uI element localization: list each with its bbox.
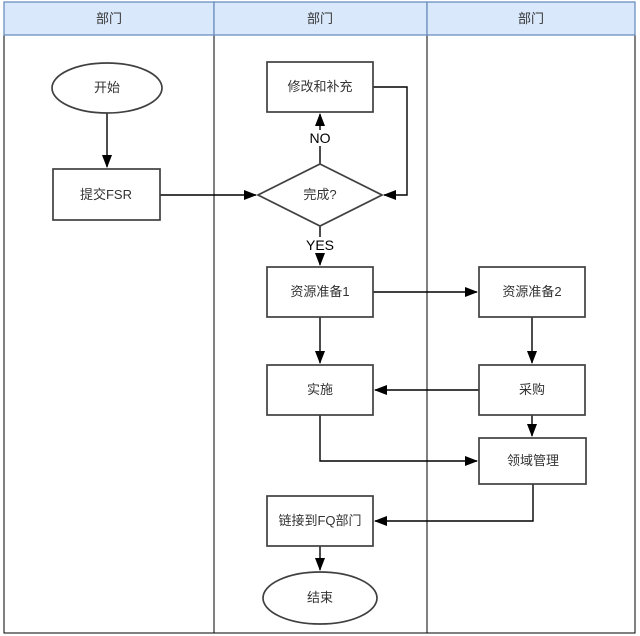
lane-header-2[interactable]: 部门 bbox=[213, 1, 428, 36]
edge-modify-to-decision bbox=[373, 86, 408, 200]
node-start-label: 开始 bbox=[94, 80, 120, 95]
node-start[interactable]: 开始 bbox=[51, 62, 163, 114]
edge-label-yes-text: YES bbox=[306, 237, 334, 253]
node-procurement-label: 采购 bbox=[519, 382, 545, 397]
node-link-to-fq-label: 链接到FQ部门 bbox=[278, 513, 361, 528]
node-resource-prep-2[interactable]: 资源准备2 bbox=[478, 266, 586, 318]
submit-fsr-rect-shape bbox=[52, 168, 161, 221]
node-resource-prep-1-label: 资源准备1 bbox=[290, 284, 349, 299]
modify-supplement-rect-shape bbox=[266, 61, 374, 113]
node-resource-prep-1[interactable]: 资源准备1 bbox=[266, 266, 374, 318]
node-link-to-fq[interactable]: 链接到FQ部门 bbox=[266, 495, 374, 547]
node-domain-management-label: 领域管理 bbox=[507, 453, 559, 468]
implementation-rect-shape bbox=[266, 364, 374, 416]
node-procurement[interactable]: 采购 bbox=[478, 364, 586, 416]
lane-2-title: 部门 bbox=[307, 11, 333, 26]
link-to-fq-rect-shape bbox=[266, 495, 374, 547]
edge-domainmgmt-to-linkfq bbox=[374, 484, 534, 526]
lane-header-1[interactable]: 部门 bbox=[3, 1, 215, 36]
lane-header-3[interactable]: 部门 bbox=[426, 1, 636, 36]
procurement-rect-shape bbox=[478, 364, 586, 416]
edge-label-yes: YES bbox=[302, 237, 338, 253]
domain-management-rect-shape bbox=[478, 437, 587, 485]
edge-label-no-bg bbox=[305, 130, 335, 146]
node-domain-management[interactable]: 领域管理 bbox=[478, 437, 587, 485]
lane-2-header-cell bbox=[213, 1, 428, 36]
node-end-label: 结束 bbox=[307, 590, 333, 605]
lane-1-title: 部门 bbox=[96, 11, 122, 26]
node-modify-supplement[interactable]: 修改和补充 bbox=[266, 61, 374, 113]
node-complete-decision[interactable]: 完成? bbox=[256, 163, 384, 227]
node-resource-prep-2-label: 资源准备2 bbox=[502, 284, 561, 299]
lane-3-header-cell bbox=[426, 1, 636, 36]
edge-label-no-text: NO bbox=[310, 130, 331, 146]
lane-1-body bbox=[3, 34, 215, 634]
lane-3-title: 部门 bbox=[518, 11, 544, 26]
resource-prep-1-rect-shape bbox=[266, 266, 374, 318]
node-implementation-label: 实施 bbox=[307, 382, 333, 397]
resource-prep-2-rect-shape bbox=[478, 266, 586, 318]
edge-label-no: NO bbox=[305, 130, 335, 146]
edge-label-yes-bg bbox=[302, 237, 338, 253]
end-ellipse-shape bbox=[262, 571, 378, 625]
node-modify-supplement-label: 修改和补充 bbox=[287, 79, 352, 94]
complete-decision-diamond-shape bbox=[256, 163, 384, 227]
edge-implementation-to-domainmgmt bbox=[319, 415, 478, 466]
start-ellipse-shape bbox=[51, 62, 163, 114]
node-submit-fsr-label: 提交FSR bbox=[80, 187, 132, 202]
node-end[interactable]: 结束 bbox=[262, 571, 378, 625]
node-submit-fsr[interactable]: 提交FSR bbox=[52, 168, 161, 221]
node-complete-decision-label: 完成? bbox=[303, 187, 336, 202]
node-implementation[interactable]: 实施 bbox=[266, 364, 374, 416]
lane-3-body bbox=[426, 34, 636, 634]
